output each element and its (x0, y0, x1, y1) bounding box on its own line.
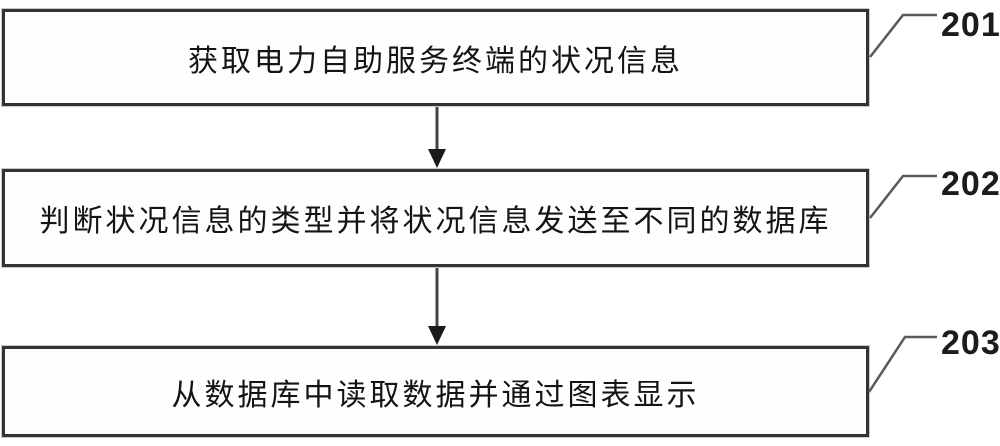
arrow-down-2 (428, 268, 446, 345)
leader-line-202 (869, 174, 937, 219)
flow-step-2-label: 判断状况信息的类型并将状况信息发送至不同的数据库 (39, 204, 832, 239)
flow-step-1: 获取电力自助服务终端的状况信息 (2, 9, 869, 106)
ref-label-203: 203 (941, 324, 1000, 362)
flow-step-3: 从数据库中读取数据并通过图表显示 (2, 346, 869, 437)
ref-label-202: 202 (941, 165, 1000, 203)
leader-line-203 (867, 335, 937, 393)
flow-step-2: 判断状况信息的类型并将状况信息发送至不同的数据库 (2, 169, 869, 267)
leader-line-201 (869, 13, 937, 58)
ref-label-201: 201 (941, 6, 1000, 44)
flow-step-3-label: 从数据库中读取数据并通过图表显示 (171, 377, 700, 413)
arrow-down-1 (428, 107, 446, 168)
flow-step-1-label: 获取电力自助服务终端的状况信息 (188, 43, 683, 79)
